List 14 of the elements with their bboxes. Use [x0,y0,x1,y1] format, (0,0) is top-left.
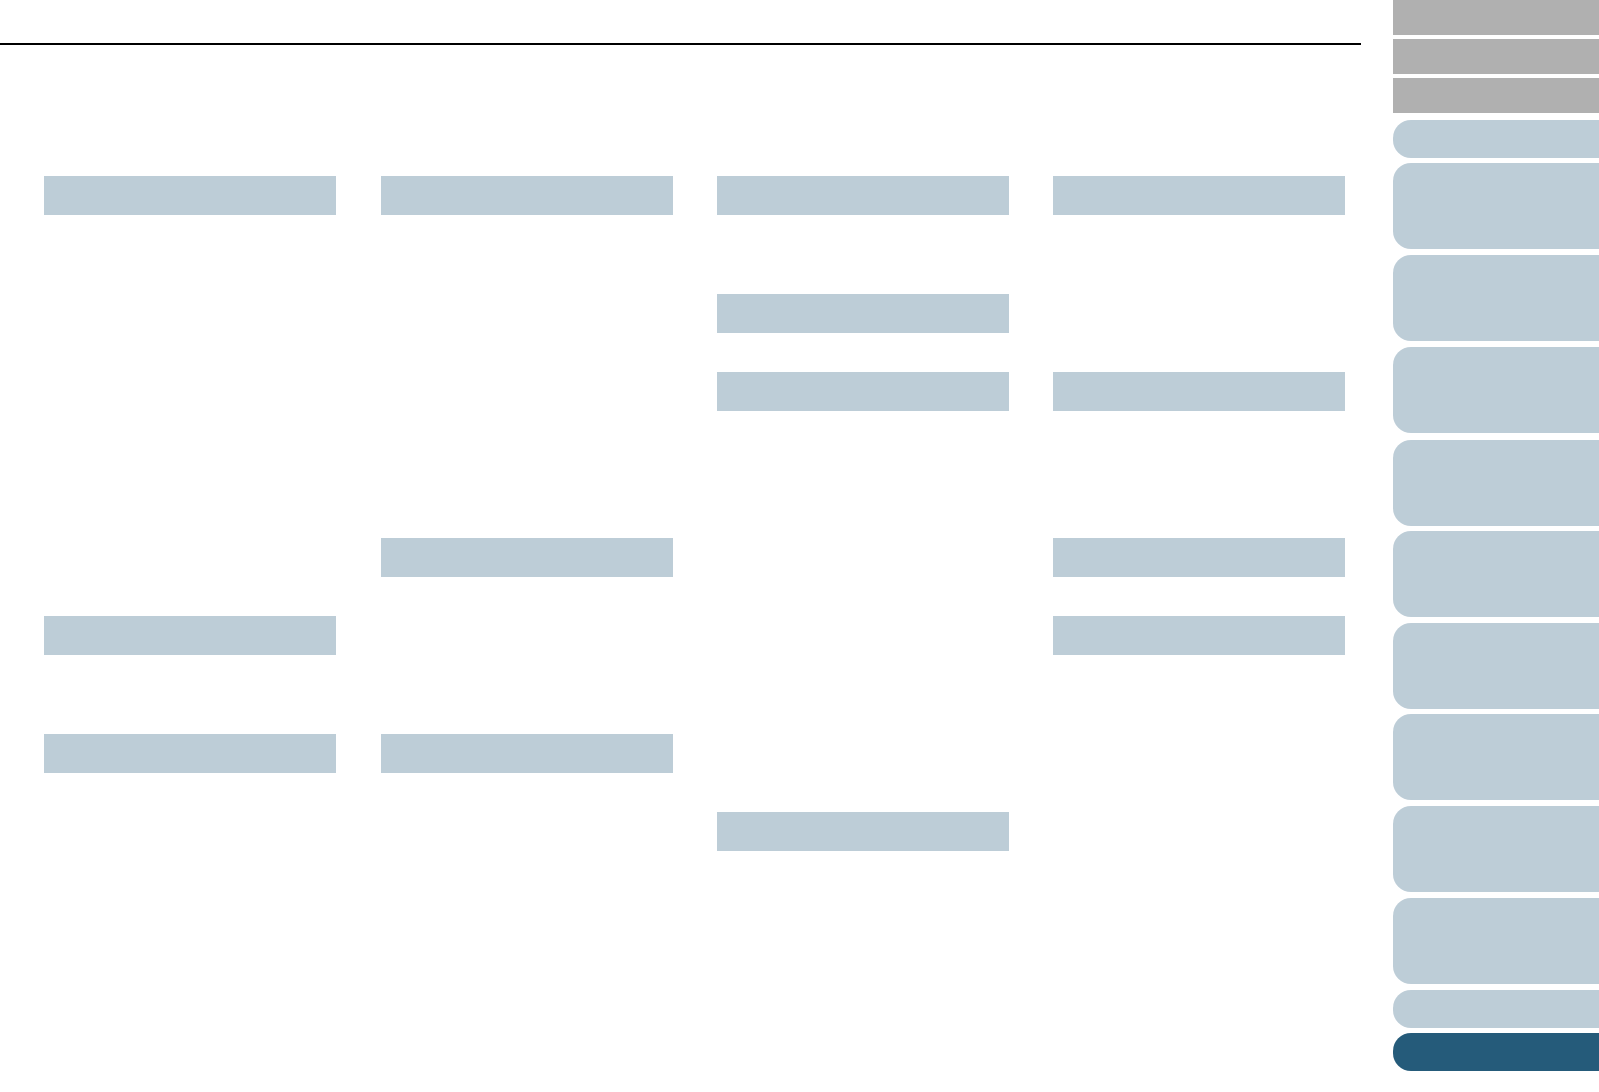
section-box [381,538,673,577]
section-box [1053,538,1345,577]
section-box [44,734,336,773]
section-box [44,176,336,215]
section-box [1053,176,1345,215]
section-box [1053,616,1345,655]
section-box [717,812,1009,851]
section-box [717,294,1009,333]
section-box [44,616,336,655]
section-box [381,734,673,773]
section-box [717,372,1009,411]
section-box [717,176,1009,215]
section-box [1053,372,1345,411]
section-box [381,176,673,215]
